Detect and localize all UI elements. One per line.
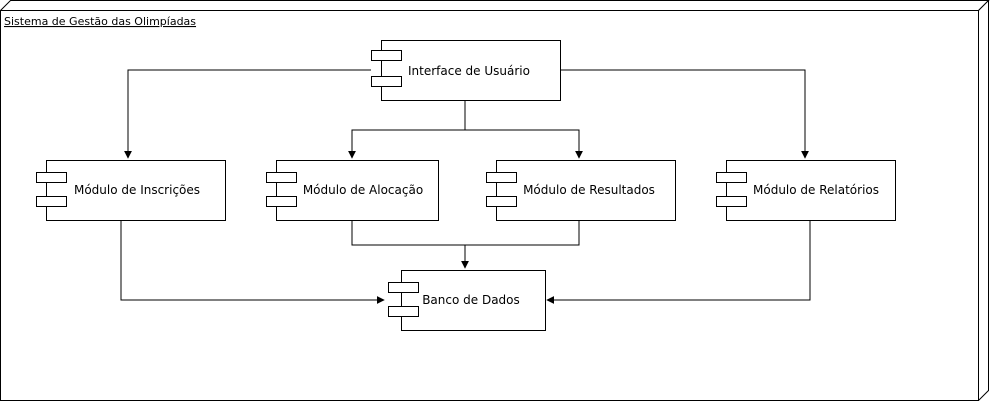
edge-inscricoes-banco: [120, 220, 385, 304]
component-port-icon: [486, 196, 517, 207]
edge-ui-inscricoes: [124, 69, 371, 159]
component-label: Módulo de Resultados: [523, 183, 655, 197]
component-port-icon: [371, 50, 402, 61]
component-port-icon: [486, 172, 517, 183]
connectors: [120, 69, 811, 304]
component-label: Banco de Dados: [422, 293, 520, 307]
component-interface-usuario[interactable]: Interface de Usuário: [371, 40, 561, 101]
component-port-icon: [716, 172, 747, 183]
component-modulo-alocacao[interactable]: Módulo de Alocação: [266, 160, 439, 221]
edge-alocacao-banco: [351, 220, 469, 269]
component-label: Módulo de Inscrições: [74, 183, 200, 197]
component-label: Módulo de Alocação: [303, 183, 423, 197]
component-port-icon: [36, 172, 67, 183]
component-label: Módulo de Relatórios: [753, 183, 879, 197]
component-port-icon: [716, 196, 747, 207]
component-banco-dados[interactable]: Banco de Dados: [388, 270, 546, 331]
component-modulo-relatorios[interactable]: Módulo de Relatórios: [716, 160, 896, 221]
component-modulo-inscricoes[interactable]: Módulo de Inscrições: [36, 160, 226, 221]
component-port-icon: [266, 172, 297, 183]
edge-resultados-banco: [465, 220, 580, 246]
component-modulo-resultados[interactable]: Módulo de Resultados: [486, 160, 676, 221]
edge-relatorios-banco: [546, 220, 811, 304]
system-title: Sistema de Gestão das Olimpíadas: [4, 15, 196, 28]
edge-ui-relatorios: [560, 69, 809, 159]
component-label: Interface de Usuário: [408, 64, 530, 78]
component-port-icon: [388, 306, 419, 317]
component-port-icon: [36, 196, 67, 207]
component-port-icon: [371, 76, 402, 87]
component-port-icon: [388, 282, 419, 293]
edge-ui-alocacao: [348, 100, 466, 159]
component-port-icon: [266, 196, 297, 207]
edge-ui-resultados: [465, 129, 583, 159]
